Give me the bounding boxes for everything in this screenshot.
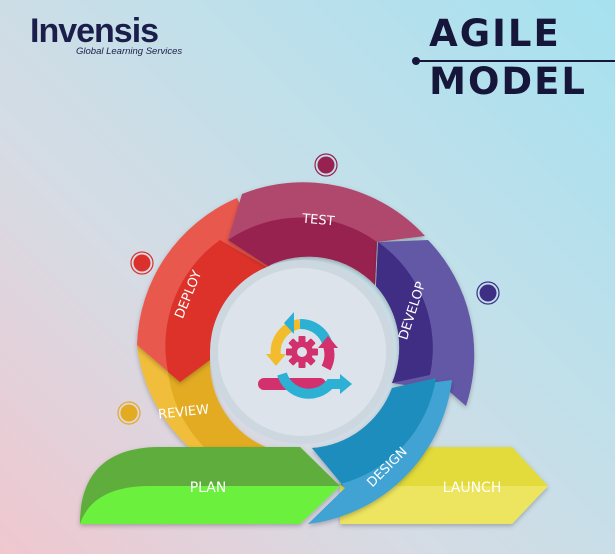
label-test: TEST bbox=[301, 212, 336, 230]
marker-review bbox=[117, 401, 141, 425]
brand-logo: Invensis Global Learning Services bbox=[30, 14, 182, 57]
marker-test bbox=[314, 153, 338, 177]
label-launch: LAUNCH bbox=[443, 480, 502, 496]
page-title: AGILE MODEL bbox=[429, 10, 587, 106]
title-line-1: AGILE bbox=[429, 12, 561, 55]
phase-design bbox=[308, 378, 452, 524]
marker-deploy bbox=[130, 251, 154, 275]
brand-name: Invensis bbox=[30, 12, 159, 50]
agile-cycle-gear-icon bbox=[258, 312, 352, 399]
marker-develop bbox=[476, 281, 500, 305]
title-line-2: MODEL bbox=[429, 60, 587, 103]
phase-test bbox=[228, 182, 425, 285]
title-divider-dot bbox=[412, 57, 420, 65]
phase-develop bbox=[376, 240, 475, 406]
phase-review bbox=[137, 345, 268, 448]
phase-plan bbox=[80, 447, 340, 524]
label-plan: PLAN bbox=[190, 480, 227, 496]
title-divider bbox=[414, 60, 615, 62]
label-review: REVIEW bbox=[157, 402, 209, 422]
brand-tagline: Global Learning Services bbox=[76, 46, 183, 57]
